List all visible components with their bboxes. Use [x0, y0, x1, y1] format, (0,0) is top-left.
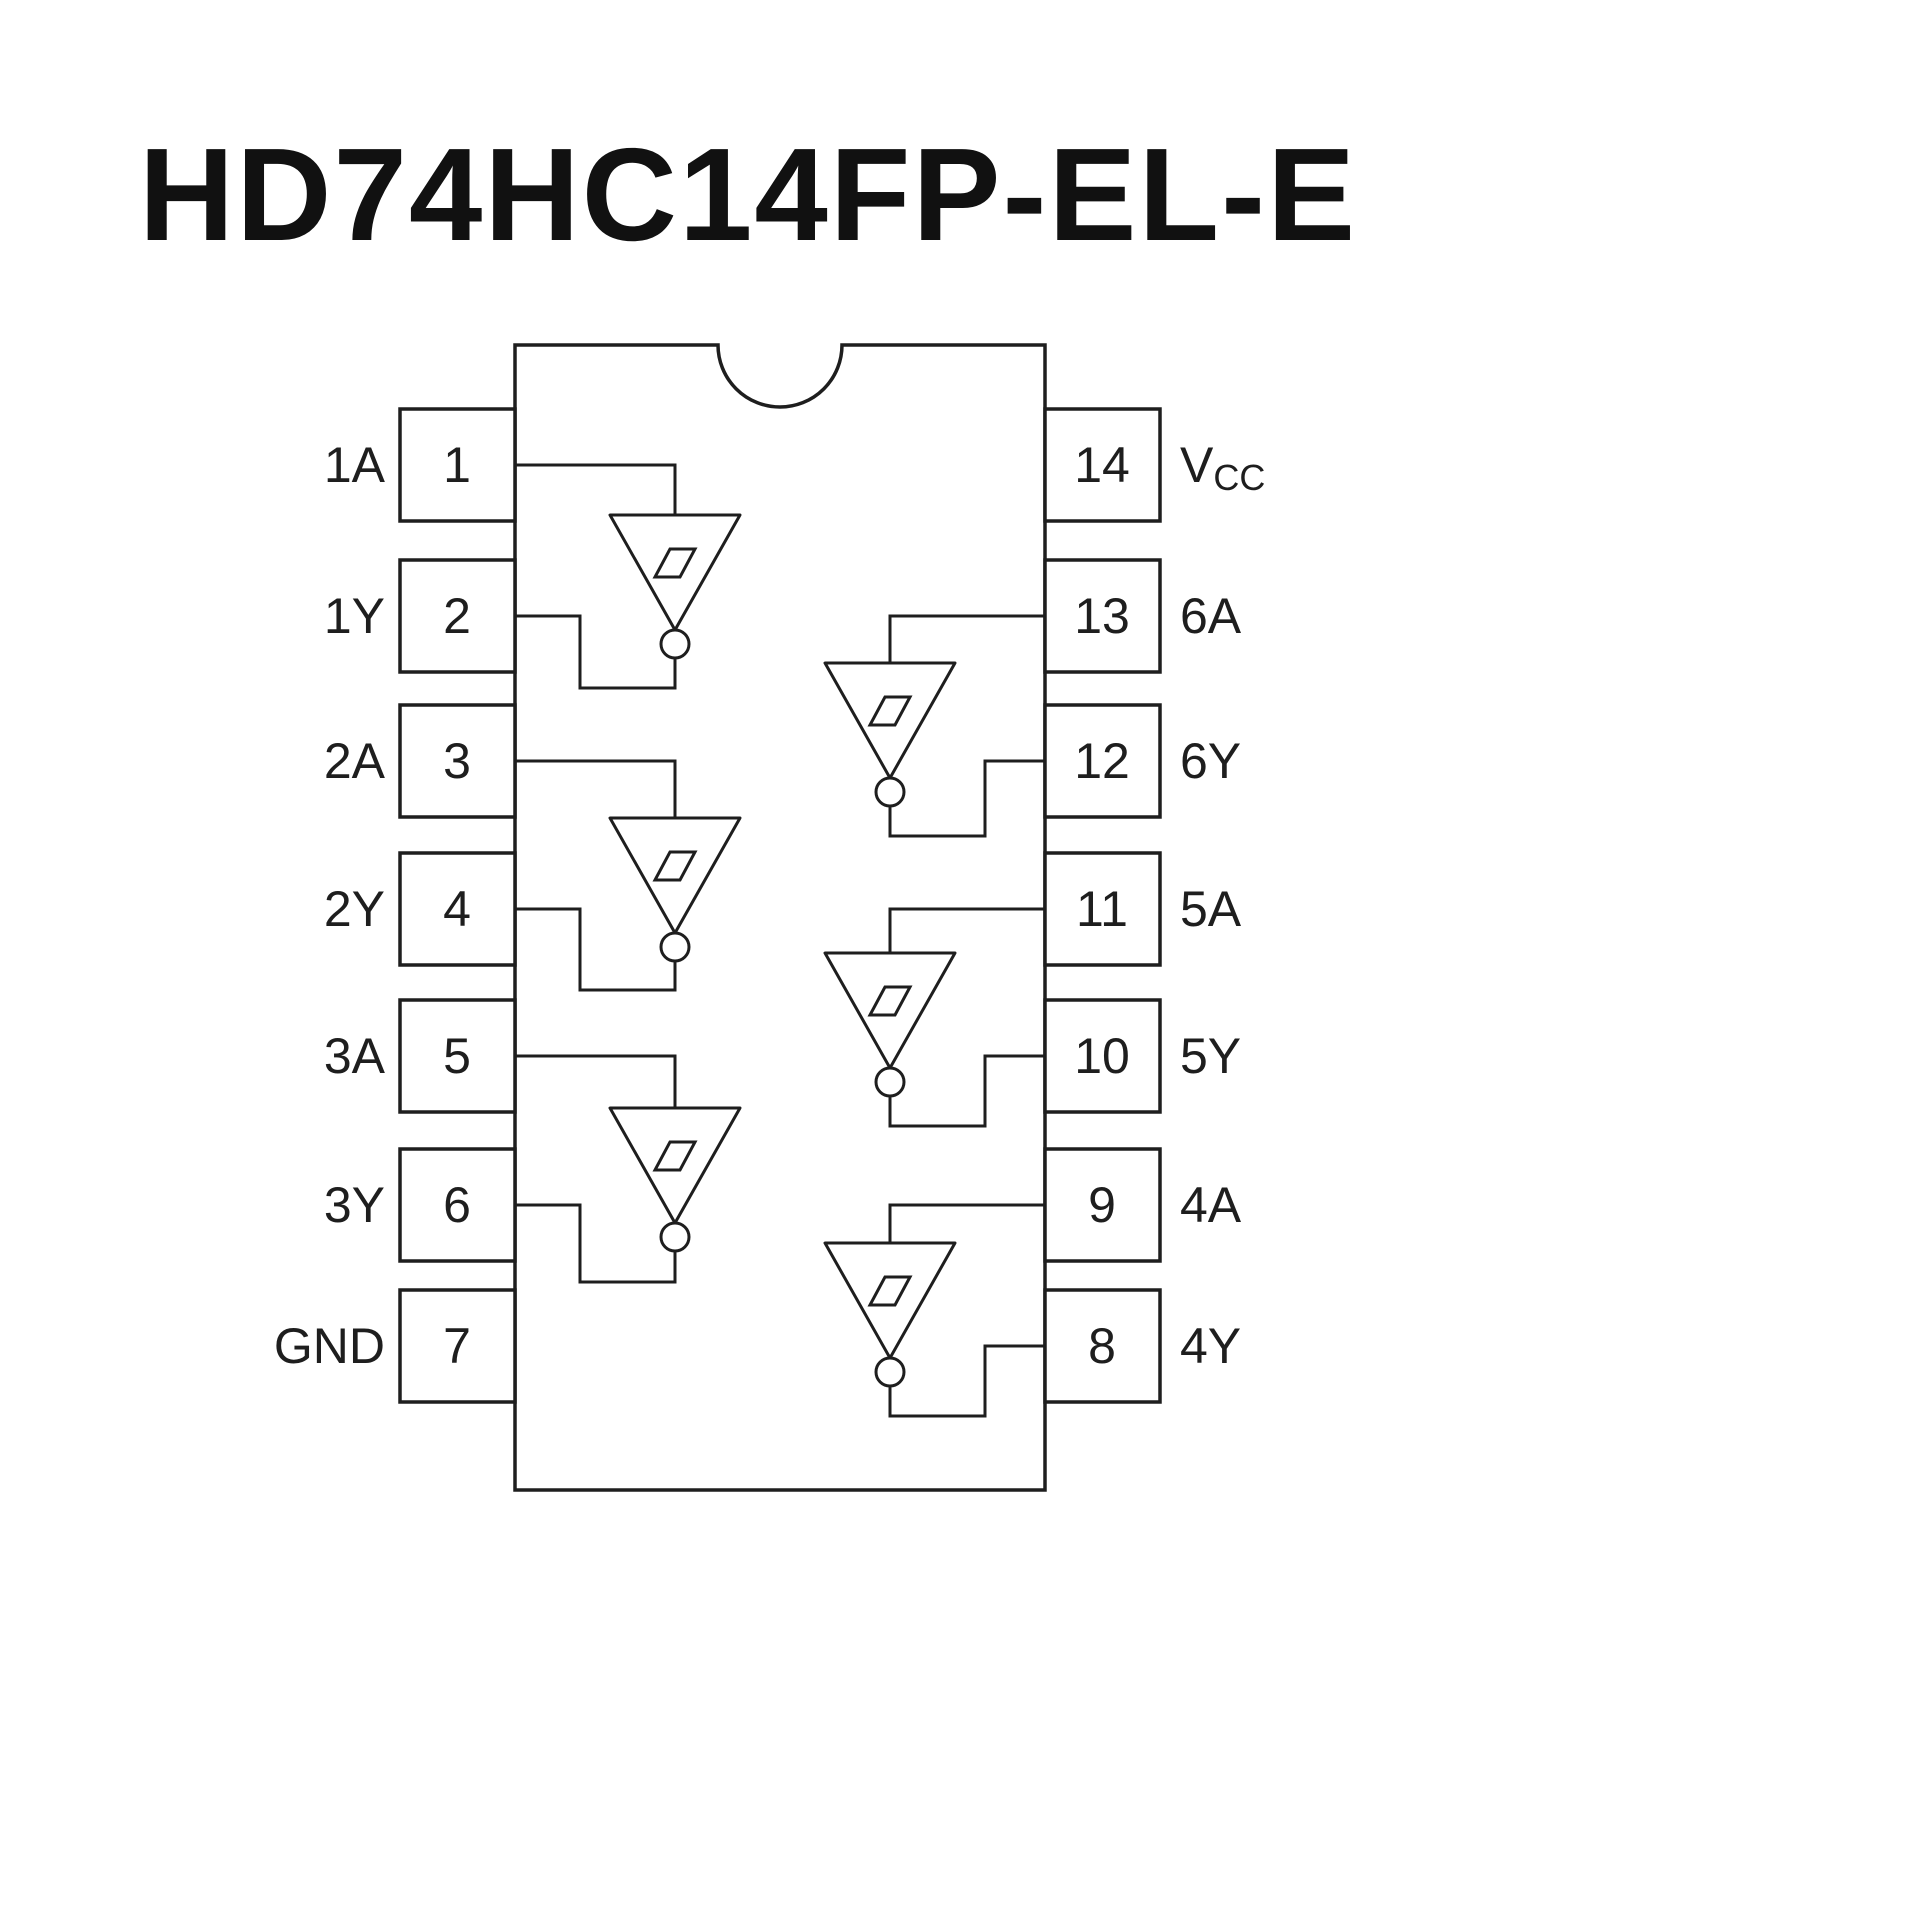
output-wire-1: [515, 614, 677, 690]
pin-number: 8: [1088, 1318, 1116, 1374]
output-wire-6: [888, 759, 1045, 838]
pin-number: 6: [443, 1177, 471, 1233]
pin-number: 7: [443, 1318, 471, 1374]
pin-label: 4Y: [1180, 1318, 1241, 1374]
pin-label: VCC: [1180, 437, 1265, 498]
page-title: HD74HC14FP-EL-E: [139, 121, 1357, 268]
input-wire-1: [515, 463, 677, 515]
pin-right-14: 14 VCC: [1043, 407, 1265, 523]
pin-label: 5A: [1180, 881, 1242, 937]
output-wire-5: [888, 1054, 1045, 1128]
pin-left-1: 1 1A: [324, 407, 517, 523]
pin-left-2: 2 1Y: [324, 558, 517, 674]
pin-right-10: 10 5Y: [1043, 998, 1241, 1114]
pin-number: 2: [443, 588, 471, 644]
pin-right-9: 9 4A: [1043, 1147, 1242, 1263]
output-wire-4: [888, 1344, 1045, 1418]
pin-box: [1043, 998, 1162, 1114]
pin-right-13: 13 6A: [1043, 558, 1242, 674]
pin-box: [398, 703, 517, 819]
pin-number: 3: [443, 733, 471, 789]
pin-label: 6Y: [1180, 733, 1241, 789]
pin-number: 5: [443, 1028, 471, 1084]
pin-left-7: 7 GND: [274, 1288, 517, 1404]
pin-left-4: 4 2Y: [324, 851, 517, 967]
input-wire-2: [515, 759, 677, 818]
pin-number: 9: [1088, 1177, 1116, 1233]
input-wire-5: [888, 907, 1045, 953]
pin-number: 14: [1074, 437, 1130, 493]
pin-number: 12: [1074, 733, 1130, 789]
pin-left-3: 3 2A: [324, 703, 517, 819]
input-wire-3: [515, 1054, 677, 1108]
pin-number: 13: [1074, 588, 1130, 644]
pin-box: [1043, 558, 1162, 674]
pin-box: [398, 998, 517, 1114]
pin-box: [1043, 407, 1162, 523]
output-wire-2: [515, 907, 677, 992]
pin-box: [398, 1288, 517, 1404]
ic-body: [513, 343, 1047, 1492]
pin-box: [1043, 703, 1162, 819]
pin-box: [398, 1147, 517, 1263]
pin-label: 6A: [1180, 588, 1242, 644]
pin-number: 4: [443, 881, 471, 937]
input-wire-4: [888, 1203, 1045, 1243]
pin-box: [1043, 851, 1162, 967]
pin-number: 11: [1076, 881, 1128, 937]
pin-box: [1043, 1288, 1162, 1404]
pin-left-6: 6 3Y: [324, 1147, 517, 1263]
pin-label: 1Y: [324, 588, 385, 644]
pin-label: 3Y: [324, 1177, 385, 1233]
pin-label: 4A: [1180, 1177, 1242, 1233]
pin-box: [398, 851, 517, 967]
input-wire-6: [888, 614, 1045, 663]
pin-box: [1043, 1147, 1162, 1263]
pin-number: 10: [1074, 1028, 1130, 1084]
pin-left-5: 5 3A: [324, 998, 517, 1114]
pin-right-12: 12 6Y: [1043, 703, 1241, 819]
pin-label: 1A: [324, 437, 386, 493]
pin-label: 2A: [324, 733, 386, 789]
pin-label: GND: [274, 1318, 385, 1374]
pin-right-11: 11 5A: [1043, 851, 1242, 967]
pin-right-8: 8 4Y: [1043, 1288, 1241, 1404]
pin-label: 3A: [324, 1028, 386, 1084]
pin-box: [398, 407, 517, 523]
pin-label: 2Y: [324, 881, 385, 937]
output-wire-3: [515, 1203, 677, 1284]
pin-label: 5Y: [1180, 1028, 1241, 1084]
pin-box: [398, 558, 517, 674]
pin-number: 1: [443, 437, 471, 493]
